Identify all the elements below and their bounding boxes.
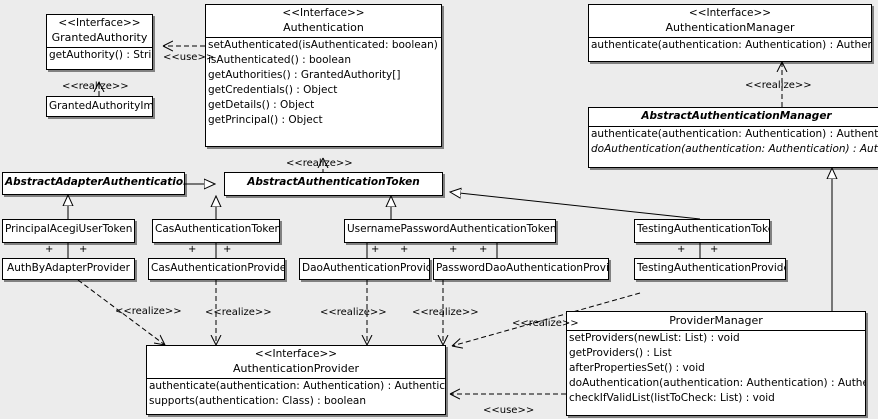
class-name: GrantedAuthorityImpl <box>49 100 153 112</box>
class-name: ProviderManager <box>669 314 763 327</box>
stereotype-label: <<Interface>> <box>282 7 365 19</box>
class-granted-authority-impl[interactable]: GrantedAuthorityImpl <box>46 96 153 117</box>
class-dao-authentication-provider[interactable]: DaoAuthenticationProvider <box>299 258 430 280</box>
class-name: AbstractAuthenticationManager <box>641 110 832 122</box>
operation: authenticate(authentication: Authenticat… <box>149 380 446 392</box>
label-realize-abstract-manager: <<realize>> <box>745 80 812 91</box>
class-cas-authentication-token[interactable]: CasAuthenticationToken <box>152 219 280 243</box>
association-marker-plus: + <box>188 244 197 255</box>
class-name: AbstractAdapterAuthenticationToken <box>5 176 184 188</box>
class-header: ProviderManager <box>567 312 865 330</box>
class-name: PasswordDaoAuthenticationProvider <box>436 262 609 274</box>
operation: getAuthorities() : GrantedAuthority[] <box>208 69 401 81</box>
label-use-provider-manager: <<use>> <box>483 405 535 416</box>
compartment-divider <box>589 126 878 127</box>
stereotype-label: <<Interface>> <box>254 348 338 360</box>
operation: checkIfValidList(listToCheck: List) : vo… <box>569 392 775 404</box>
class-granted-authority[interactable]: <<Interface>> GrantedAuthority getAuthor… <box>46 14 153 70</box>
class-header: <<Interface>> GrantedAuthority <box>47 15 152 47</box>
class-header: <<Interface>> Authentication <box>206 5 441 37</box>
class-header: <<Interface>> AuthenticationManager <box>589 5 871 37</box>
class-name: Authentication <box>283 21 364 34</box>
operations-compartment: setAuthenticated(isAuthenticated: boolea… <box>206 38 441 128</box>
association-marker-plus: + <box>479 244 488 255</box>
class-name: CasAuthenticationProvider <box>151 262 285 274</box>
compartment-divider <box>567 330 865 331</box>
class-header: <<Interface>> AuthenticationProvider <box>147 346 445 378</box>
compartment-divider <box>589 37 871 38</box>
compartment-divider <box>206 37 441 38</box>
label-use-granted-authority: <<use>> <box>163 52 215 63</box>
operations-compartment: authenticate(authentication: Authenticat… <box>589 127 878 157</box>
association-marker-plus: + <box>449 244 458 255</box>
class-auth-by-adapter-provider[interactable]: AuthByAdapterProvider <box>2 258 135 280</box>
association-marker-plus: + <box>400 244 409 255</box>
association-marker-plus: + <box>79 244 88 255</box>
operation: isAuthenticated() : boolean <box>208 54 351 66</box>
class-testing-authentication-provider[interactable]: TestingAuthenticationProvider <box>634 258 786 280</box>
class-name: DaoAuthenticationProvider <box>302 262 430 274</box>
operation: getProviders() : List <box>569 347 672 359</box>
label-realize-testing-provider: <<realize>> <box>512 318 579 329</box>
stereotype-label: <<Interface>> <box>58 17 141 29</box>
class-testing-authentication-token[interactable]: TestingAuthenticationToken <box>634 219 770 243</box>
class-provider-manager[interactable]: ProviderManager setProviders(newList: Li… <box>566 311 866 416</box>
class-header: AbstractAuthenticationManager <box>589 108 878 126</box>
operations-compartment: authenticate(authentication: Authenticat… <box>147 379 445 409</box>
operations-compartment: authenticate(authentication: Authenticat… <box>589 38 871 53</box>
operations-compartment: setProviders(newList: List) : void getPr… <box>567 331 865 406</box>
association-marker-plus: + <box>223 244 232 255</box>
operation: doAuthentication(authentication: Authent… <box>569 377 865 389</box>
operation: authenticate(authentication: Authenticat… <box>591 128 878 140</box>
class-name: PrincipalAcegiUserToken <box>5 223 133 235</box>
operation: afterPropertiesSet() : void <box>569 362 705 374</box>
class-name: AuthByAdapterProvider <box>7 262 130 274</box>
operation: setAuthenticated(isAuthenticated: boolea… <box>208 39 441 51</box>
operation: getCredentials() : Object <box>208 84 338 96</box>
operation: supports(authentication: Class) : boolea… <box>149 395 366 407</box>
association-marker-plus: + <box>371 244 380 255</box>
class-name: AuthenticationProvider <box>232 362 360 375</box>
association-marker-plus: + <box>45 244 54 255</box>
operation: getAuthority() : String <box>49 49 152 61</box>
class-name: GrantedAuthority <box>51 31 148 44</box>
stereotype-label: <<Interface>> <box>688 7 772 19</box>
class-abstract-authentication-token[interactable]: AbstractAuthenticationToken <box>224 172 443 196</box>
label-realize-cas-provider: <<realize>> <box>205 307 272 318</box>
class-name: UsernamePasswordAuthenticationToken <box>347 223 556 235</box>
label-realize-auth-by-adapter: <<realize>> <box>115 306 182 317</box>
class-cas-authentication-provider[interactable]: CasAuthenticationProvider <box>148 258 285 280</box>
operation: setProviders(newList: List) : void <box>569 332 740 344</box>
class-authentication[interactable]: <<Interface>> Authentication setAuthenti… <box>205 4 442 147</box>
class-name: TestingAuthenticationToken <box>637 223 770 235</box>
compartment-divider <box>147 378 445 379</box>
class-name: TestingAuthenticationProvider <box>637 262 786 274</box>
operation: authenticate(authentication: Authenticat… <box>591 39 871 51</box>
operation-abstract: doAuthentication(authentication: Authent… <box>591 143 878 155</box>
association-marker-plus: + <box>710 244 719 255</box>
label-realize-password-dao-provider: <<realize>> <box>412 307 479 318</box>
operation: getDetails() : Object <box>208 99 315 111</box>
class-username-password-authentication-token[interactable]: UsernamePasswordAuthenticationToken <box>344 219 556 243</box>
label-realize-granted-authority-impl: <<realize>> <box>62 81 129 92</box>
label-realize-dao-provider: <<realize>> <box>320 307 387 318</box>
class-principal-acegi-user-token[interactable]: PrincipalAcegiUserToken <box>2 219 135 243</box>
association-marker-plus: + <box>677 244 686 255</box>
operations-compartment: getAuthority() : String <box>47 48 152 63</box>
class-abstract-authentication-manager[interactable]: AbstractAuthenticationManager authentica… <box>588 107 878 168</box>
class-authentication-manager[interactable]: <<Interface>> AuthenticationManager auth… <box>588 4 872 62</box>
class-name: AuthenticationManager <box>665 21 795 34</box>
label-realize-abstract-token: <<realize>> <box>286 158 353 169</box>
class-authentication-provider[interactable]: <<Interface>> AuthenticationProvider aut… <box>146 345 446 415</box>
class-name: CasAuthenticationToken <box>155 223 280 235</box>
class-password-dao-authentication-provider[interactable]: PasswordDaoAuthenticationProvider <box>433 258 609 280</box>
compartment-divider <box>47 47 152 48</box>
class-name: AbstractAuthenticationToken <box>247 176 420 188</box>
class-abstract-adapter-authentication-token[interactable]: AbstractAdapterAuthenticationToken <box>2 172 185 195</box>
operation: getPrincipal() : Object <box>208 114 323 126</box>
